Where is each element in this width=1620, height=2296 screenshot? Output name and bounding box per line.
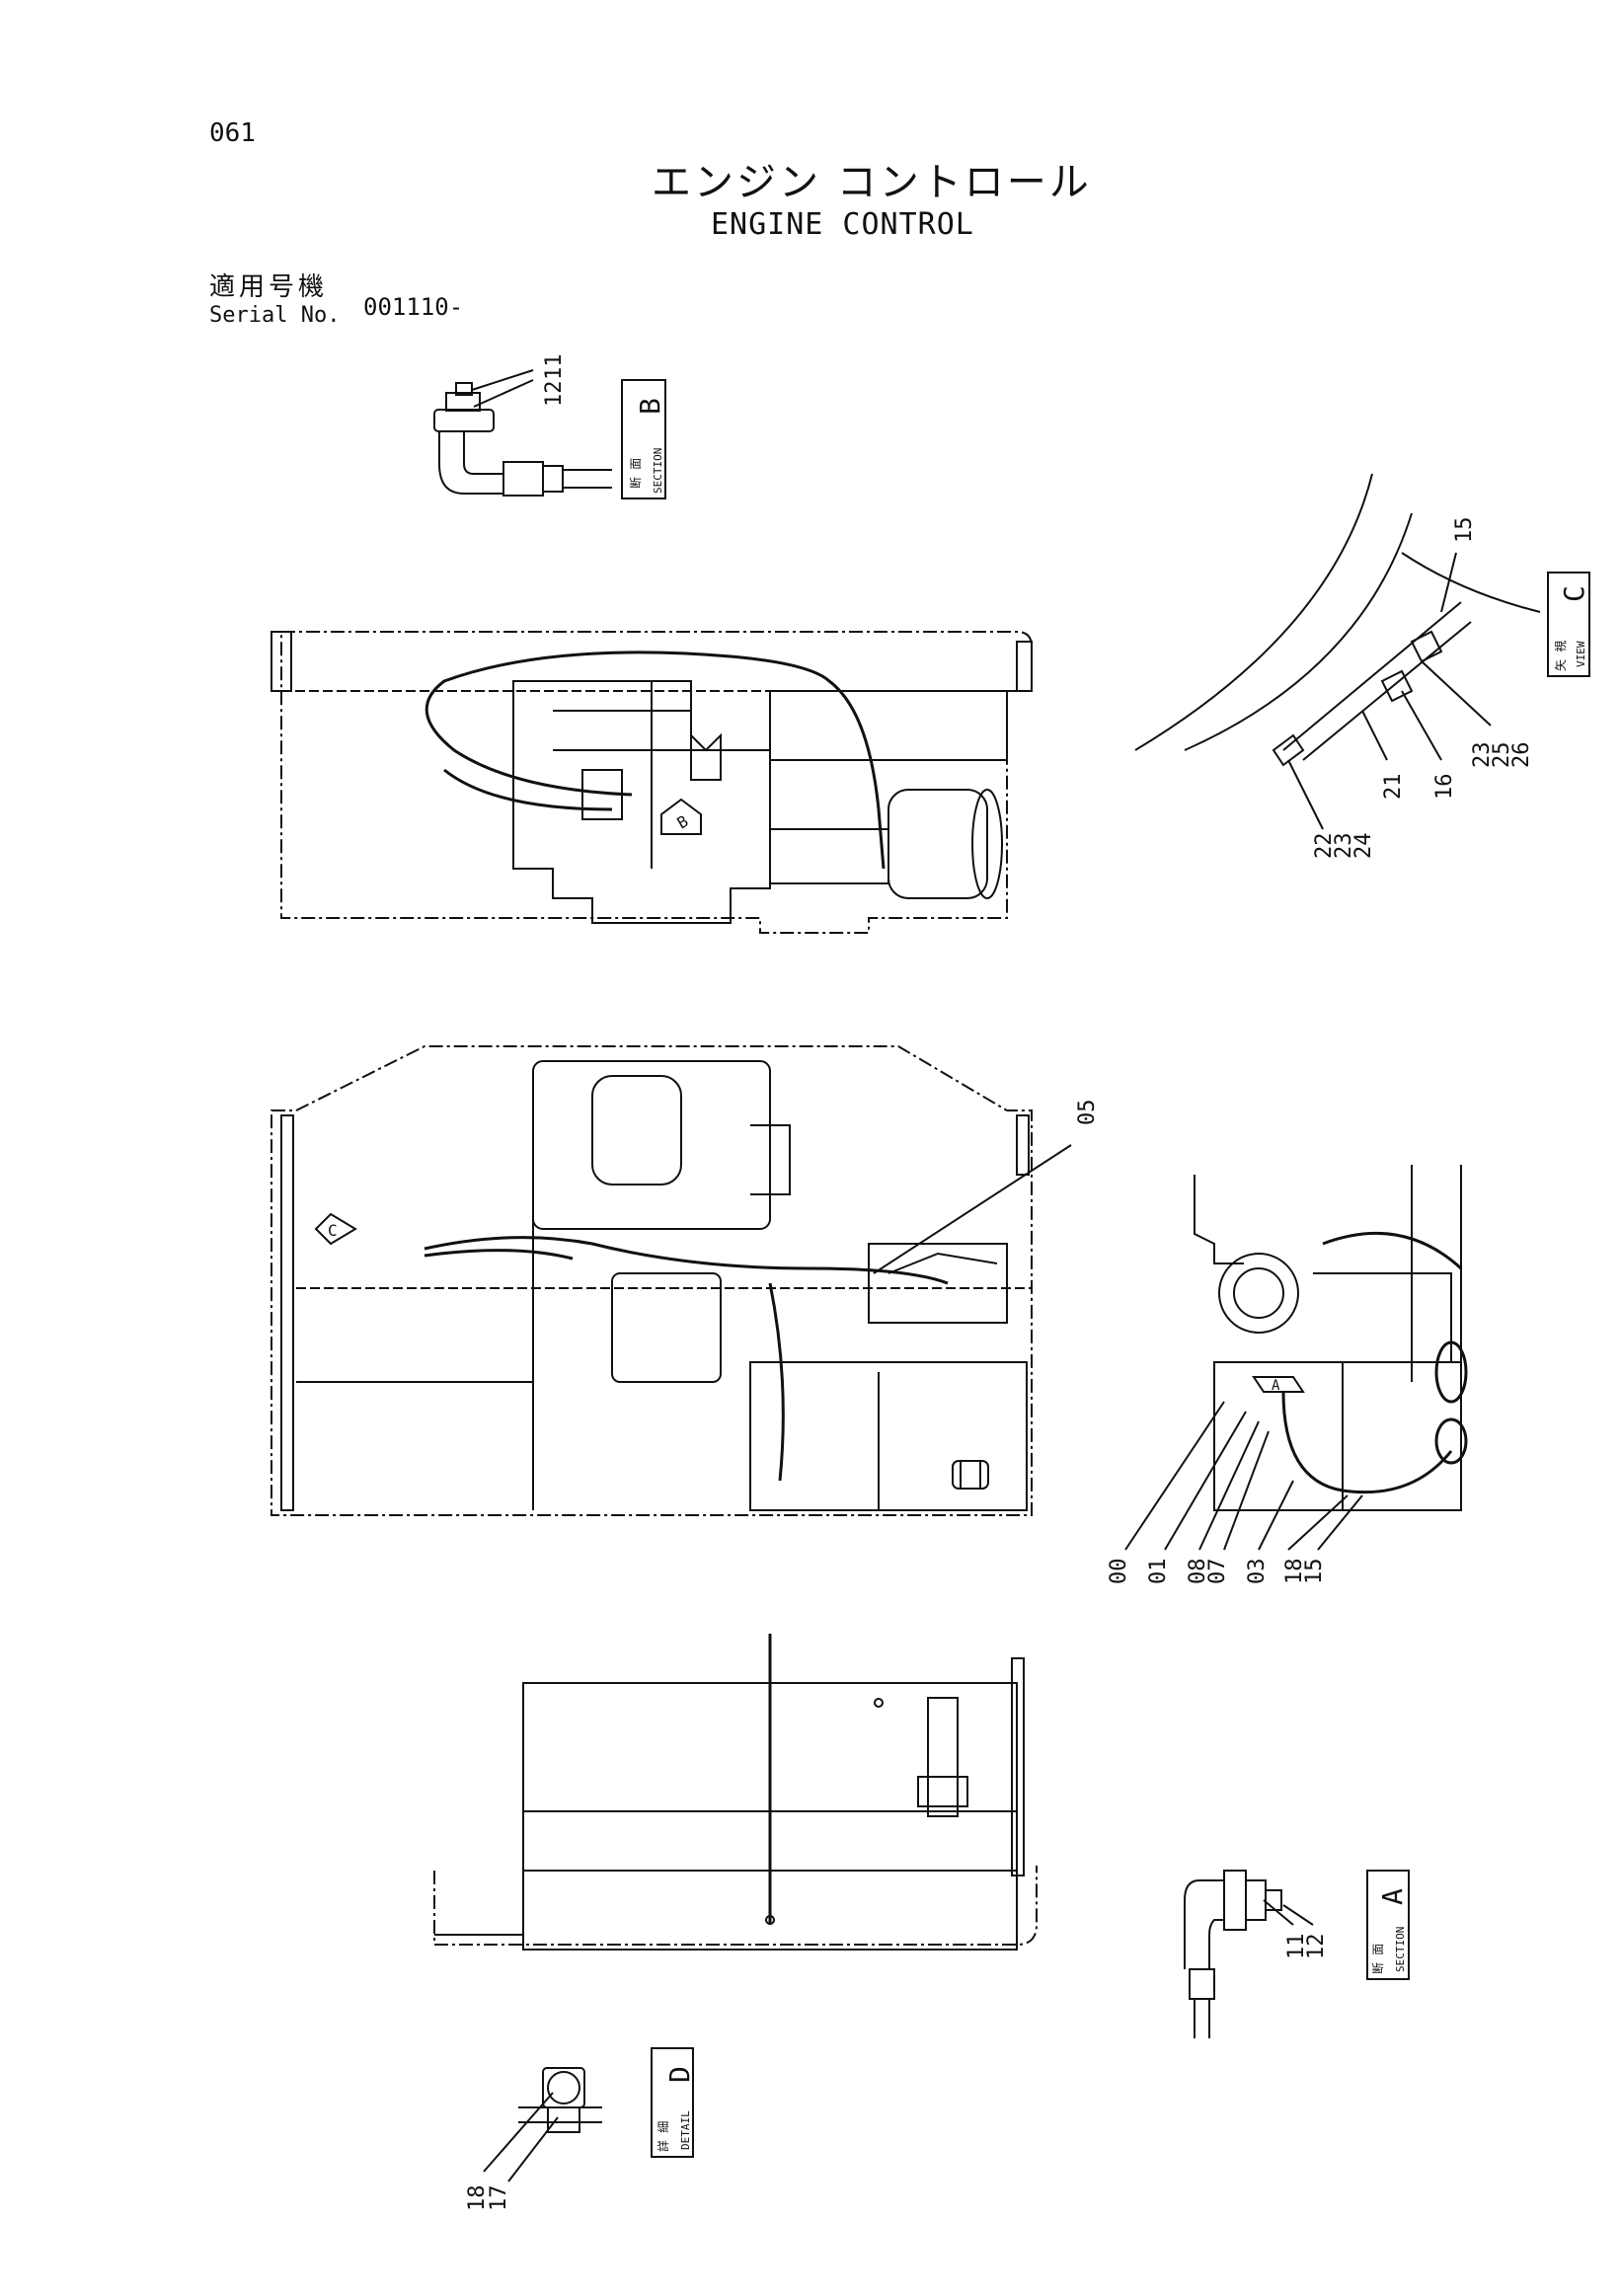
callout-24: 24 [1351,833,1376,860]
view-c-outline [1134,473,1541,767]
detail-d-tag: 詳 細 DETAIL D [651,2047,696,2158]
top-view-cable [424,651,886,870]
callout-21: 21 [1381,774,1406,801]
title-japanese: エンジン コントロール [652,160,1092,205]
callout-12: 12 [542,381,567,408]
side-view-callouts: 00 01 08 07 03 18 15 [1107,1559,1327,1585]
callout-01: 01 [1146,1559,1171,1585]
section-a-letter: A [1376,1888,1409,1905]
detail-d-label: DETAIL [679,2110,692,2150]
detail-d-clamp [518,2067,602,2133]
marker-a-glyph: A [1272,1378,1280,1394]
main-view-engine [532,1060,1028,1511]
title-english: ENGINE CONTROL [711,207,974,242]
detail-d-leaders [483,2092,559,2182]
callout-18b: 18 [465,2185,490,2212]
view-c-label: VIEW [1575,641,1587,667]
side-view-frame [1194,1165,1462,1511]
section-a-tag: 断 面 SECTION A [1366,1870,1410,1980]
serial-number-value: 001110- [363,293,464,321]
section-b-fitting [433,382,612,497]
section-b-letter: B [634,398,666,415]
section-a-fitting [1184,1870,1282,2038]
callout-22: 22 [1312,833,1337,860]
detail-d-letter: D [663,2066,696,2083]
main-view-marker-c: C [314,1212,357,1246]
view-c-letter: C [1558,585,1590,602]
main-view-frame [270,1045,1033,1516]
side-view-cable [1281,1231,1468,1494]
callout-23b: 23 [1332,833,1356,860]
serial-label-japanese: 適用号機 [209,272,329,302]
section-a-kanji: 断 面 [1370,1944,1385,1974]
side-view-leaders [1124,1401,1363,1551]
view-c-kanji: 矢 視 [1553,641,1568,671]
view-c-callouts: 15 23 25 26 16 21 22 23 24 [1312,517,1534,860]
section-b-tag: 断 面 SECTION B [621,379,666,499]
detail-d-kanji: 詳 細 [656,2121,670,2152]
top-view-engine [512,680,1008,924]
callout-15b: 15 [1302,1559,1327,1585]
view-c-leaders [1287,552,1492,830]
callout-25: 25 [1490,742,1514,769]
callout-17: 17 [487,2185,511,2212]
top-view-marker-b: B [660,798,702,835]
callout-15: 15 [1452,517,1477,544]
section-a-label: SECTION [1394,1927,1407,1972]
main-view-callouts: 05 [1075,1100,1100,1126]
view-c-tag: 矢 視 VIEW C [1547,572,1590,677]
section-b-kanji: 断 面 [628,458,643,489]
callout-08: 08 [1186,1559,1210,1585]
callout-16: 16 [1432,774,1457,801]
callout-05: 05 [1075,1100,1100,1126]
side-view-marker-a: A [1252,1376,1305,1394]
top-view-frame [270,631,1033,934]
main-view-leader [873,1144,1072,1274]
marker-c-glyph: C [328,1221,338,1240]
section-b-callouts: 11 12 [542,354,567,408]
callout-12b: 12 [1304,1934,1329,1960]
callout-03: 03 [1245,1559,1270,1585]
callout-18: 18 [1282,1559,1307,1585]
callout-07: 07 [1205,1559,1230,1585]
section-b-label: SECTION [652,448,664,494]
bottom-view [433,1634,1038,1951]
serial-label-english: Serial No. [209,303,341,328]
section-a-callouts: 11 12 [1284,1934,1329,1960]
callout-11: 11 [542,354,567,381]
marker-b-glyph: B [674,811,692,832]
detail-d-callouts: 18 17 [465,2185,511,2212]
callout-26: 26 [1509,742,1534,769]
page-number: 061 [209,118,256,148]
main-view-cable [424,1236,949,1482]
callout-00: 00 [1107,1559,1131,1585]
callout-11b: 11 [1284,1934,1309,1960]
section-a-leaders [1263,1899,1314,1926]
section-b-leaders [471,369,534,408]
callout-23: 23 [1470,742,1495,769]
